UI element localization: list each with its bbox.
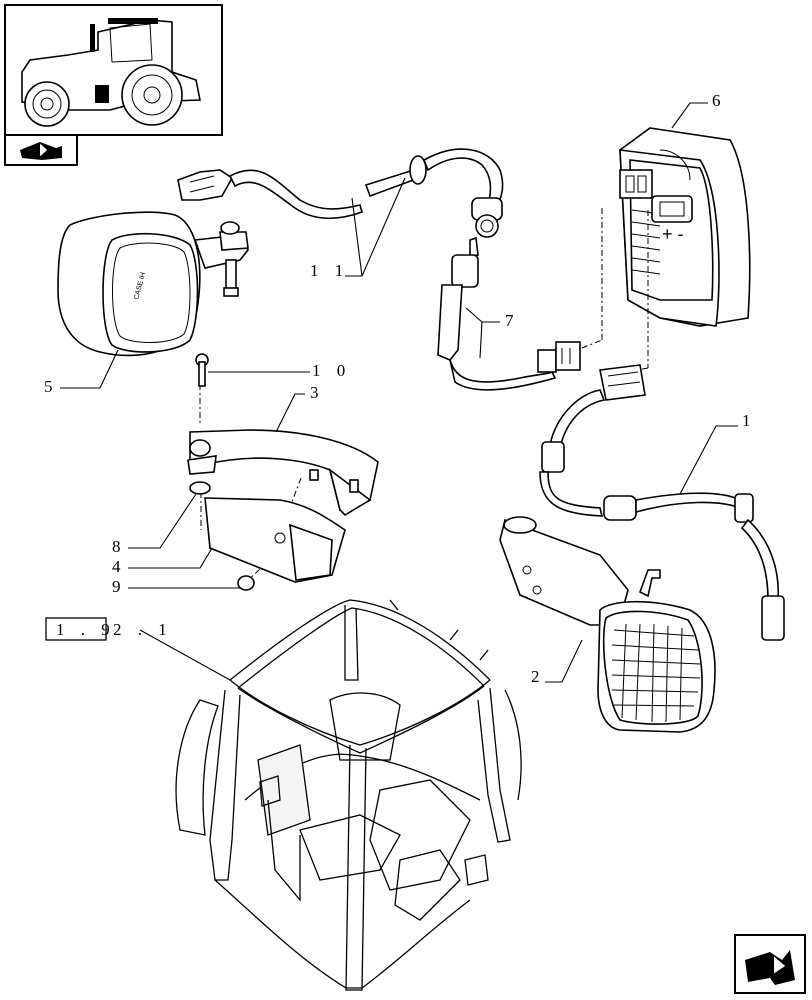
work-lamp-part-2 <box>499 516 716 733</box>
callout-11: 1 1 <box>310 261 349 280</box>
lamp-part-5: CASE IH <box>57 211 249 357</box>
next-page-arrow-icon[interactable] <box>734 934 806 994</box>
return-arrow-icon[interactable] <box>4 134 78 166</box>
reference-box-text[interactable]: 1 . 9 <box>56 620 116 639</box>
callout-3: 3 <box>310 383 325 402</box>
callout-10: 1 0 <box>312 361 351 380</box>
callout-1: 1 <box>742 411 757 430</box>
callout-5: 5 <box>44 377 59 396</box>
callout-7: 7 <box>505 311 520 330</box>
harness-part-11 <box>177 148 504 238</box>
svg-text:+ -: + - <box>662 224 684 244</box>
tractor-thumbnail[interactable] <box>4 4 223 136</box>
bracket-part-3 <box>187 429 379 517</box>
cab-frame <box>175 599 522 991</box>
reference-suffix-text: 2 . 1 <box>113 620 173 639</box>
harness-part-1 <box>539 364 785 641</box>
reference-link[interactable]: 1 . 9 2 . 1 <box>45 617 173 641</box>
callout-9: 9 <box>112 577 127 596</box>
leader-lines <box>60 102 738 683</box>
callout-6: 6 <box>712 91 727 110</box>
bracket-part-4 <box>204 497 346 583</box>
callout-2: 2 <box>531 667 546 686</box>
bolt-part-10 <box>195 353 209 387</box>
cable-part-7 <box>437 236 581 391</box>
control-unit-part-6: + - <box>619 127 751 327</box>
callout-8: 8 <box>112 537 127 556</box>
nut-part-9 <box>237 575 255 591</box>
washer-part-8 <box>189 481 211 495</box>
callout-4: 4 <box>112 557 127 576</box>
connection-line <box>581 339 603 349</box>
